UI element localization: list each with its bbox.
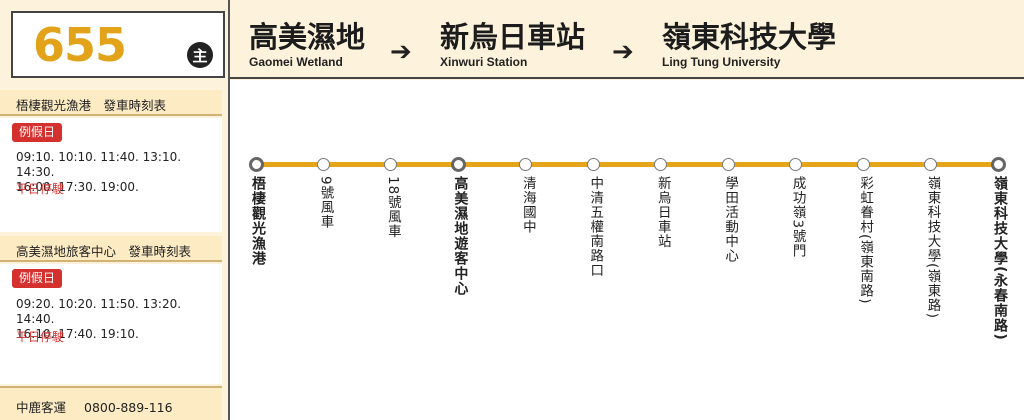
stop-marker [721, 158, 735, 171]
route-number-box: 655 主 [11, 11, 225, 78]
timetable-body: 例假日 09:10. 10:10. 11:40. 13:10. 14:30. 1… [0, 118, 222, 232]
times-line: 09:20. 10:20. 11:50. 13:20. 14:40. [16, 297, 182, 326]
times-line: 16:00. 17:30. 19:00. [16, 180, 139, 194]
times-line: 09:10. 10:10. 11:40. 13:10. 14:30. [16, 150, 182, 179]
company-name: 中鹿客運 [16, 400, 67, 415]
stop-name: 嶺東科技大學(永春南路) [992, 176, 1008, 341]
holiday-tag: 例假日 [12, 123, 62, 142]
weekday-note: 平日停駛 [16, 330, 65, 344]
stop-name: 學田活動中心 [722, 176, 739, 263]
holiday-tag: 例假日 [12, 269, 62, 288]
stop-marker [316, 158, 330, 171]
timetable-title: 梧棲觀光漁港 發車時刻表 [0, 90, 222, 116]
header-destination: 嶺東科技大學 Ling Tung University [662, 20, 836, 69]
stop-marker [924, 158, 938, 171]
route-line [256, 162, 998, 167]
stop-name: 嶺東科技大學(嶺東路) [924, 176, 941, 320]
stop-name: 9號風車 [317, 176, 334, 230]
stop-name: 成功嶺3號門 [789, 176, 806, 259]
departure-times: 09:10. 10:10. 11:40. 13:10. 14:30. 16:00… [16, 150, 222, 195]
main-route-badge: 主 [187, 42, 213, 68]
stop-name: 彩虹眷村(嶺東南路) [857, 176, 874, 305]
stop-marker [654, 158, 668, 171]
header-divider [230, 77, 1024, 79]
times-line: 16:10. 17:40. 19:10. [16, 327, 139, 341]
header-via: 新烏日車站 Xinwuri Station [440, 20, 585, 69]
header-via-zh: 新烏日車站 [440, 20, 586, 54]
company-phone: 0800-889-116 [84, 400, 173, 415]
route-map: 梧棲觀光漁港 9號風車 18號風車 高美濕地遊客中心 清海國中 中清五權南路口 新烏日車站 學… [230, 80, 1024, 420]
stop-marker [586, 158, 600, 171]
stop-marker [990, 157, 1006, 172]
header-destination-en: Ling Tung University [662, 54, 781, 69]
stop-marker [789, 158, 803, 171]
timetable-panel: 梧棲觀光漁港 發車時刻表 例假日 09:10. 10:10. 11:40. 13… [0, 84, 228, 420]
timetable-title: 高美濕地旅客中心 發車時刻表 [0, 236, 222, 262]
panel-divider [228, 0, 230, 420]
weekday-note: 平日停駛 [16, 182, 65, 196]
header-origin-zh: 高美濕地 [249, 20, 366, 54]
stop-marker [248, 157, 264, 172]
header-via-en: Xinwuri Station [440, 54, 528, 69]
timetable-body: 例假日 09:20. 10:20. 11:50. 13:20. 14:40. 1… [0, 264, 222, 384]
stop-name: 中清五權南路口 [587, 176, 604, 278]
header-origin-en: Gaomei Wetland [249, 54, 343, 69]
stop-name: 梧棲觀光漁港 [250, 176, 266, 266]
header-destination-zh: 嶺東科技大學 [662, 20, 837, 54]
stop-name: 高美濕地遊客中心 [452, 176, 469, 296]
arrow-icon: ➔ [612, 37, 634, 67]
stop-name: 18號風車 [384, 176, 401, 239]
stop-marker [450, 157, 466, 172]
stop-marker [856, 158, 870, 171]
stop-marker [519, 158, 533, 171]
header-origin: 高美濕地 Gaomei Wetland [249, 20, 365, 69]
stop-name: 新烏日車站 [654, 176, 671, 249]
route-number: 655 [33, 18, 127, 72]
company-info: 中鹿客運 0800-889-116 [0, 386, 222, 420]
departure-times: 09:20. 10:20. 11:50. 13:20. 14:40. 16:10… [16, 297, 222, 342]
stop-marker [384, 158, 398, 171]
stop-name: 清海國中 [519, 176, 536, 234]
arrow-icon: ➔ [390, 37, 412, 67]
